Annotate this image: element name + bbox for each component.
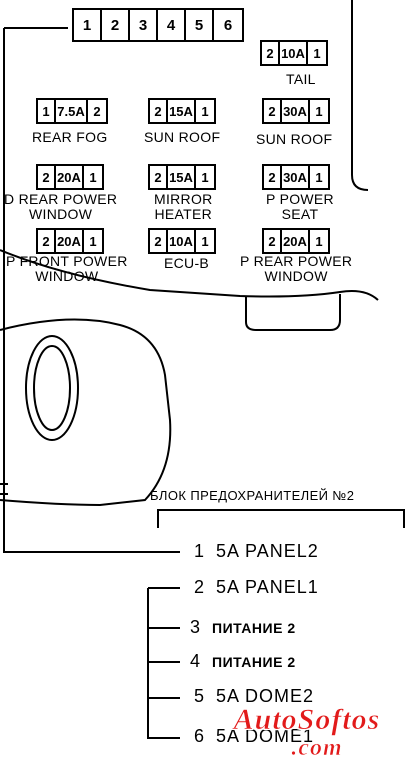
fuse-mirror-heater: 2 15A 1 — [148, 164, 216, 190]
legend-item-2: 2 5A PANEL1 — [194, 577, 319, 598]
fuse-label-ecu-b: ECU-B — [164, 255, 210, 271]
label-line: D REAR POWER — [4, 191, 118, 207]
legend-item-4: 4 ПИТАНИЕ 2 — [190, 651, 296, 672]
fuse-pin: 2 — [150, 230, 168, 252]
fuse-rating: 20A — [56, 166, 84, 188]
fuse-pin: 1 — [89, 169, 97, 185]
fuse-label-p-power-seat: P POWER SEAT — [266, 192, 334, 222]
top-fuse-2: 2 — [102, 10, 130, 40]
fuse-sun-roof-b: 2 30A 1 — [262, 98, 330, 124]
top-fuse-1: 1 — [74, 10, 102, 40]
fuse-pin: 1 — [201, 103, 209, 119]
label-line: WINDOW — [264, 268, 328, 284]
label-line: HEATER — [154, 206, 213, 222]
fuse-pin: 2 — [264, 166, 282, 188]
watermark-line2: .com — [291, 735, 343, 762]
legend-item-5: 5 5A DOME2 — [194, 686, 314, 707]
fuse-pin: 2 — [38, 166, 56, 188]
fuse-rating: 30A — [282, 100, 310, 122]
label-line: P FRONT POWER — [6, 253, 128, 269]
fuse-p-front-power-window: 2 20A 1 — [36, 228, 104, 254]
top-fuse-5: 5 — [186, 10, 214, 40]
fuse-pin: 1 — [201, 169, 209, 185]
fuse-label-p-rear-power-window: P REAR POWER WINDOW — [240, 254, 352, 284]
fuse-rating: 10A — [168, 230, 196, 252]
fuse-p-rear-power-window: 2 20A 1 — [262, 228, 330, 254]
fuse-label-sun-roof-a: SUN ROOF — [144, 129, 221, 145]
legend-num: 5 — [194, 686, 205, 706]
top-fuse-3: 3 — [130, 10, 158, 40]
fuse-pin: 1 — [313, 45, 321, 61]
fuse-pin: 2 — [264, 230, 282, 252]
fuse-label-mirror-heater: MIRROR HEATER — [154, 192, 213, 222]
watermark-line1: AutoSoftos — [233, 703, 381, 736]
fuse-label-p-front-power-window: P FRONT POWER WINDOW — [6, 254, 128, 284]
legend-num: 3 — [190, 617, 201, 637]
fuse-pin: 1 — [89, 233, 97, 249]
watermark-logo: AutoSoftos .com — [212, 703, 402, 762]
fuse-label-rear-fog: REAR FOG — [32, 129, 108, 145]
label-line: P REAR POWER — [240, 253, 353, 269]
legend-item-3: 3 ПИТАНИЕ 2 — [190, 617, 296, 638]
legend-item-6: 6 5A DOME1 — [194, 726, 314, 747]
legend-text: 5A PANEL2 — [216, 541, 319, 561]
fuse-pin: 1 — [315, 169, 323, 185]
label-line: WINDOW — [29, 206, 93, 222]
top-fuse-4: 4 — [158, 10, 186, 40]
label-line: SEAT — [281, 206, 319, 222]
fuse-p-power-seat: 2 30A 1 — [262, 164, 330, 190]
fuse-pin: 1 — [201, 233, 209, 249]
label-line: MIRROR — [154, 191, 213, 207]
fuse-rating: 20A — [282, 230, 310, 252]
fuse-d-rear-power-window: 2 20A 1 — [36, 164, 104, 190]
fuse-label-tail: TAIL — [286, 71, 316, 87]
fuse-pin: 2 — [262, 42, 280, 64]
fuse-pin: 1 — [315, 103, 323, 119]
fuse-pin: 2 — [150, 166, 168, 188]
fuse-pin: 1 — [315, 233, 323, 249]
fuse-label-sun-roof-b: SUN ROOF — [256, 131, 333, 147]
fuse-pin: 2 — [93, 103, 101, 119]
fuse-rating: 30A — [282, 166, 310, 188]
legend-text: 5A DOME2 — [216, 686, 315, 706]
fuse-pin: 2 — [150, 100, 168, 122]
fuse-rating: 7.5A — [56, 100, 88, 122]
fuse-pin: 1 — [38, 100, 56, 122]
label-line: P POWER — [266, 191, 334, 207]
legend-text: ПИТАНИЕ 2 — [212, 620, 296, 636]
fuse-pin: 2 — [38, 230, 56, 252]
fuse-rating: 10A — [280, 42, 308, 64]
fuse-rear-fog: 1 7.5A 2 — [36, 98, 108, 124]
label-line: WINDOW — [35, 268, 99, 284]
fuse-tail: 2 10A 1 — [260, 40, 328, 66]
fuse-sun-roof-a: 2 15A 1 — [148, 98, 216, 124]
fuse-rating: 15A — [168, 166, 196, 188]
legend-title: БЛОК ПРЕДОХРАНИТЕЛЕЙ №2 — [150, 488, 355, 503]
legend-text: ПИТАНИЕ 2 — [212, 654, 296, 670]
legend-item-1: 1 5A PANEL2 — [194, 541, 319, 562]
legend-num: 6 — [194, 726, 205, 746]
fuse-pin: 2 — [264, 100, 282, 122]
top-fuse-6: 6 — [223, 16, 233, 34]
legend-text: 5A DOME1 — [216, 726, 315, 746]
legend-num: 2 — [194, 577, 205, 597]
legend-num: 1 — [194, 541, 205, 561]
legend-text: 5A PANEL1 — [216, 577, 319, 597]
top-fuse-row: 1 2 3 4 5 6 — [72, 8, 244, 42]
legend-num: 4 — [190, 651, 201, 671]
fuse-rating: 20A — [56, 230, 84, 252]
fuse-label-d-rear-power-window: D REAR POWER WINDOW — [4, 192, 117, 222]
fuse-rating: 15A — [168, 100, 196, 122]
fuse-ecu-b: 2 10A 1 — [148, 228, 216, 254]
